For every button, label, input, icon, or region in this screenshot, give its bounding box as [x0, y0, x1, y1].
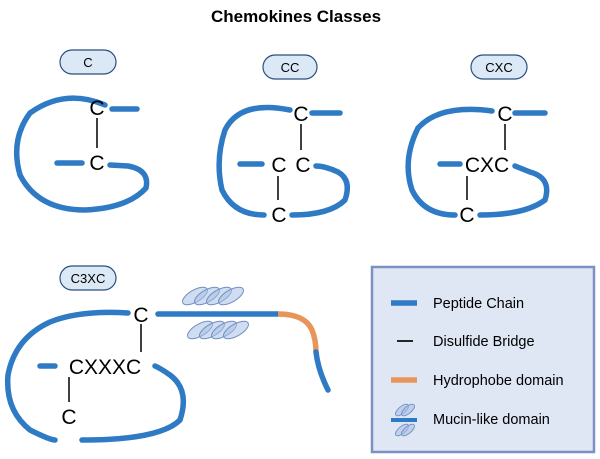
legend-label-mucin-like-domain: Mucin-like domain: [433, 412, 550, 428]
class-cxc-chain-b: [477, 163, 550, 218]
diagram-title: Chemokines Classes: [211, 7, 381, 26]
class-c3xc-label: C3XC: [71, 271, 106, 286]
class-c3xc-chain-end: [313, 349, 331, 393]
class-cc-residue-middle-right: C: [295, 154, 310, 177]
class-cxc-pill: CXC: [470, 54, 528, 80]
class-c3xc-residue-middle: CXXXC: [69, 356, 141, 379]
legend-label-hydrophobe-domain: Hydrophobe domain: [433, 373, 564, 389]
mucin-like-domain-icon: [391, 403, 417, 437]
class-cxc-label: CXC: [485, 60, 512, 75]
class-c3xc-chain-loop: [4, 309, 131, 443]
class-c3xc: C3XC C CXXXC C: [4, 265, 331, 443]
class-c3xc-residue-bottom: C: [61, 406, 76, 429]
class-cc-label: CC: [281, 60, 300, 75]
class-cc-residue-bottom: C: [271, 204, 286, 227]
class-cc: CC C C C C: [216, 54, 351, 227]
legend-item-disulfide-bridge: Disulfide Bridge: [397, 334, 535, 350]
legend-label-peptide-chain: Peptide Chain: [433, 296, 524, 312]
class-c3xc-pill: C3XC: [59, 265, 117, 291]
class-cc-residue-top: C: [293, 103, 308, 126]
class-c-pill: C: [59, 49, 117, 75]
class-cxc-chain-a: [405, 106, 495, 218]
class-cxc-residue-top: C: [497, 103, 512, 126]
class-c3xc-mucin-domain: [182, 286, 249, 340]
legend-item-hydrophobe-domain: Hydrophobe domain: [391, 373, 564, 389]
class-c-residue-bottom: C: [89, 152, 104, 175]
class-c-residue-top: C: [89, 97, 104, 120]
class-cc-residue-middle-left: C: [271, 154, 286, 177]
class-cc-chain-b: [289, 163, 351, 218]
class-cxc-residue-middle: CXC: [465, 154, 509, 177]
class-c-label: C: [83, 55, 92, 70]
class-c3xc-chain-return: [79, 363, 187, 443]
class-cxc-residue-bottom: C: [459, 204, 474, 227]
legend: Peptide Chain Disulfide Bridge Hydrophob…: [370, 265, 596, 454]
class-c3xc-hydrophobe-segment: [277, 311, 319, 353]
class-cc-chain-a: [216, 104, 293, 218]
class-c: C C C: [13, 49, 150, 213]
legend-item-peptide-chain: Peptide Chain: [391, 296, 524, 312]
class-cxc: CXC C CXC C: [405, 54, 550, 227]
legend-item-mucin-like-domain: Mucin-like domain: [391, 403, 550, 437]
legend-label-disulfide-bridge: Disulfide Bridge: [433, 334, 535, 350]
class-c-chain-a: [13, 95, 150, 213]
class-cc-pill: CC: [262, 54, 318, 80]
class-c3xc-residue-top: C: [133, 304, 148, 327]
